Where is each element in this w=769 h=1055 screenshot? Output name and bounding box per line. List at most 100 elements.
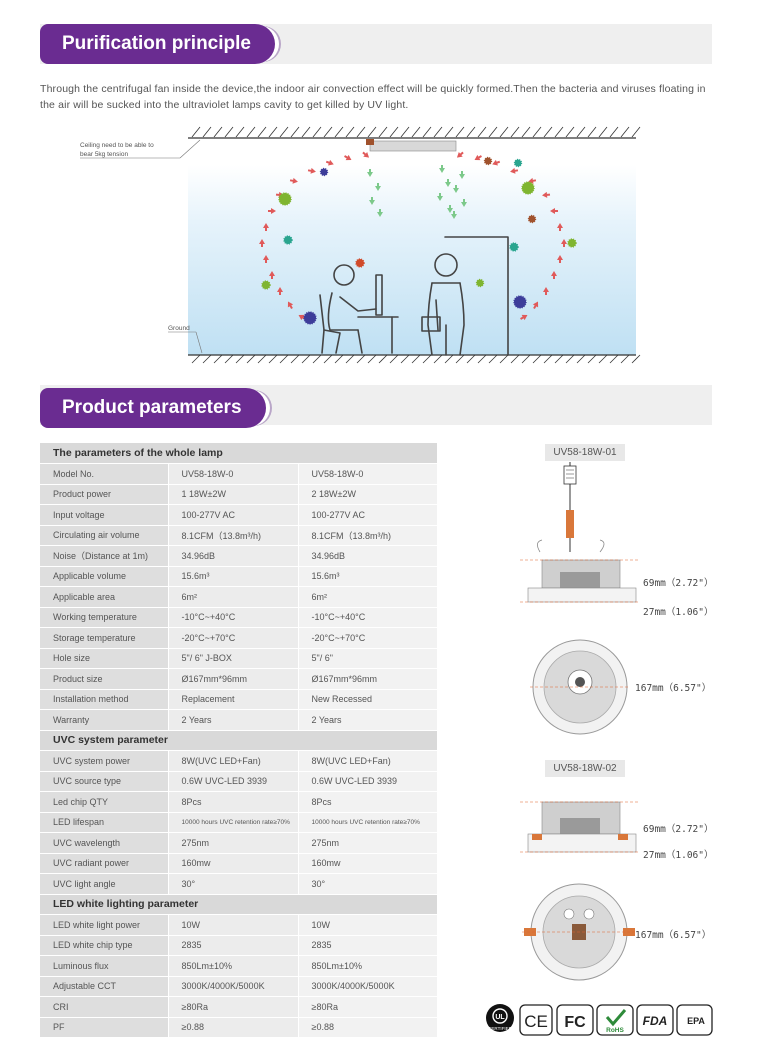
param-value-cell: 2835 [297, 935, 437, 956]
airflow-arrows-red [259, 151, 567, 321]
red-arrow-icon [344, 154, 352, 161]
param-value-cell: -20°C~+70°C [167, 627, 298, 649]
intro-paragraph: Through the centrifugal fan inside the d… [40, 83, 706, 111]
param-name-cell: Adjustable CCT [40, 976, 168, 997]
param-value-cell: 850Lm±10% [297, 955, 437, 977]
rohs-text: RoHS [606, 1027, 624, 1034]
red-arrow-icon [542, 191, 551, 198]
param-value-cell: UV58-18W-0 [297, 463, 437, 485]
param-name-cell: Model No. [40, 463, 168, 485]
param-value-cell: 30° [167, 873, 298, 895]
virus-particle-icon [513, 295, 527, 309]
product-1-front-drawing [530, 639, 630, 735]
table-section-title: UVC system parameter [40, 730, 437, 751]
red-arrow-icon [528, 177, 537, 184]
param-value-cell: 8W(UVC LED+Fan) [167, 750, 298, 772]
param-value-cell: 5"/ 6" J-BOX [167, 648, 298, 669]
param-value-cell: 8Pcs [297, 791, 437, 813]
param-name-cell: LED white chip type [40, 935, 168, 956]
param-name-cell: CRI [40, 996, 168, 1018]
table-row: CRI≥80Ra≥80Ra [40, 996, 437, 1018]
param-name-cell: UVC wavelength [40, 832, 168, 854]
red-arrow-icon [550, 208, 558, 214]
red-arrow-icon [263, 223, 269, 231]
virus-particle-icon [513, 158, 523, 168]
param-value-cell: 8.1CFM（13.8m³/h) [297, 525, 437, 546]
model-tag-2: UV58-18W-02 [545, 760, 625, 777]
ul-text: UL [495, 1014, 505, 1021]
fc-text: FC [564, 1014, 586, 1031]
section-title-purification: Purification principle [40, 24, 275, 64]
green-arrow-icon [367, 169, 373, 177]
red-arrow-icon [551, 271, 557, 279]
param-value-cell: 0.6W UVC-LED 3939 [167, 771, 298, 792]
table-row: Storage temperature-20°C~+70°C-20°C~+70°… [40, 627, 437, 649]
green-arrow-icon [439, 165, 445, 173]
ceiling-note-line2: bear 5kg tension [80, 151, 128, 158]
green-arrow-icon [459, 171, 465, 179]
param-value-cell: New Recessed [297, 689, 437, 710]
red-arrow-icon [532, 301, 539, 309]
red-arrow-icon [259, 239, 265, 247]
param-value-cell: UV58-18W-0 [167, 463, 298, 485]
rohs-icon: RoHS [596, 1004, 634, 1036]
ceiling-note-line1: Ceiling need to be able to [80, 142, 154, 149]
virus-particle-icon [475, 278, 485, 288]
param-value-cell: -10°C~+40°C [167, 607, 298, 628]
param-value-cell: -10°C~+40°C [297, 607, 437, 628]
param-value-cell: Ø167mm*96mm [167, 668, 298, 690]
fc-icon: FC [556, 1004, 594, 1036]
param-name-cell: LED white light power [40, 914, 168, 936]
dim-height-2: 69mm（2.72"） [643, 824, 714, 835]
param-name-cell: UVC radiant power [40, 853, 168, 874]
param-value-cell: 2 18W±2W [297, 484, 437, 505]
ground-label: Ground [168, 325, 190, 332]
param-value-cell: 3000K/4000K/5000K [167, 976, 298, 997]
green-arrow-icon [461, 199, 467, 207]
red-arrow-icon [520, 314, 528, 321]
virus-particle-icon [303, 311, 317, 325]
fda-icon: FDA [636, 1004, 674, 1036]
virus-particles [261, 156, 577, 325]
dim-diameter-1: 167mm（6.57"） [635, 683, 712, 694]
virus-particle-icon [261, 280, 271, 290]
product-2-side-drawing [520, 801, 640, 853]
param-value-cell: 3000K/4000K/5000K [297, 976, 437, 997]
param-value-cell: 10W [297, 914, 437, 936]
red-arrow-icon [557, 255, 563, 263]
param-value-cell: 8Pcs [167, 791, 298, 813]
red-arrow-icon [474, 154, 482, 161]
param-value-cell: 15.6m³ [167, 566, 298, 587]
param-value-cell: 8.1CFM（13.8m³/h) [167, 525, 298, 546]
param-value-cell: 0.6W UVC-LED 3939 [297, 771, 437, 792]
red-arrow-icon [307, 167, 316, 174]
virus-particle-icon [319, 167, 329, 177]
red-arrow-icon [456, 151, 464, 158]
ground-hatch [191, 354, 641, 364]
dim-diameter-2: 167mm（6.57"） [635, 930, 712, 941]
green-arrow-icon [377, 209, 383, 217]
param-value-cell: -20°C~+70°C [297, 627, 437, 649]
red-arrow-icon [510, 167, 519, 174]
dim-trim-2: 27mm（1.06"） [643, 850, 714, 861]
dim-height-1: 69mm（2.72"） [643, 578, 714, 589]
param-name-cell: UVC light angle [40, 873, 168, 895]
green-arrow-icon [447, 205, 453, 213]
standing-person-icon [421, 236, 509, 356]
param-value-cell: Replacement [167, 689, 298, 710]
section-title-parameters: Product parameters [40, 388, 266, 428]
green-arrow-icon [369, 197, 375, 205]
room-background [188, 165, 636, 355]
